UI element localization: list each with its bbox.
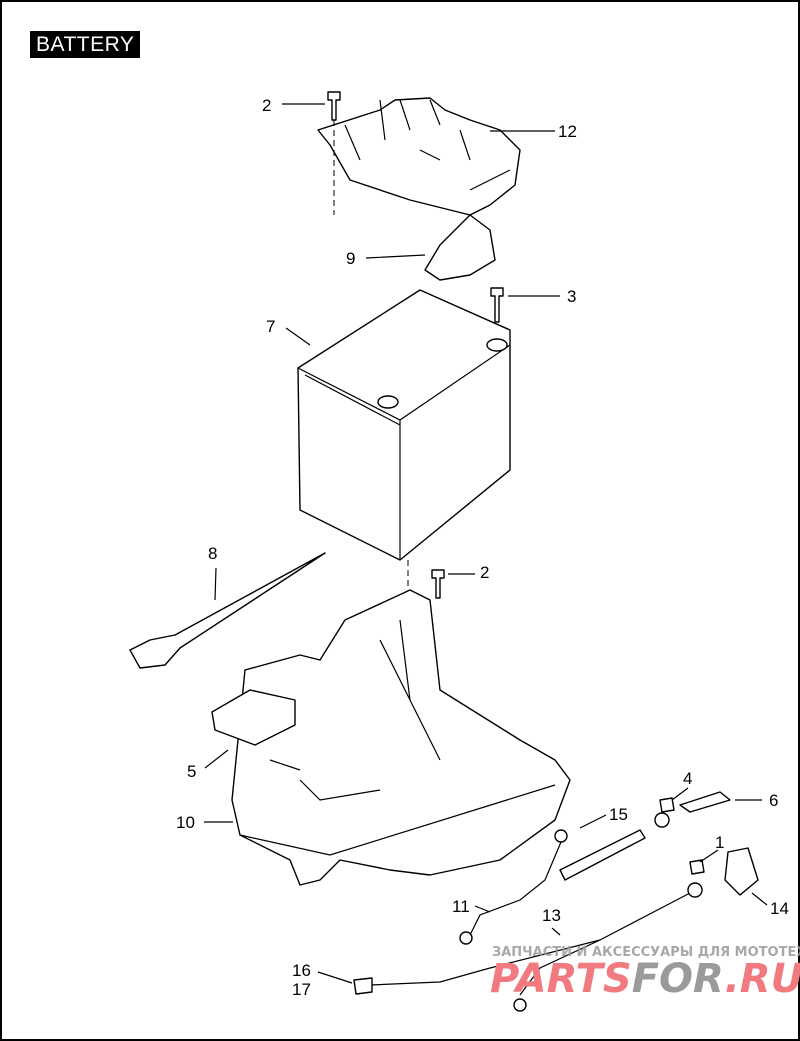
part-12-battery-hold-down-bracket — [317, 97, 521, 216]
callout-12: 12 — [558, 122, 577, 141]
leader-lines — [204, 103, 768, 984]
callout-14: 14 — [770, 899, 789, 918]
watermark-tagline: ЗАПЧАСТИ И АКСЕССУАРЫ ДЛЯ МОТОТЕХНИКИ — [492, 945, 800, 960]
watermark-brand-parts: PARTS — [490, 956, 632, 1002]
watermark-brand-ru: .RU — [725, 956, 800, 1002]
part-13-cable — [353, 882, 703, 1012]
part-9-bracket — [424, 214, 496, 281]
part-7-battery — [297, 289, 511, 860]
part-1-nut — [689, 859, 705, 875]
callout-11: 11 — [452, 897, 470, 916]
part-3-screw — [490, 287, 504, 323]
callout-2-lower: 2 — [480, 563, 489, 582]
part-8-strap — [129, 552, 326, 669]
callout-8: 8 — [208, 544, 217, 563]
callout-16: 16 — [292, 961, 311, 980]
part-14-terminal-cover — [724, 847, 759, 896]
part-6-label — [679, 791, 731, 813]
callout-15: 15 — [609, 805, 628, 824]
callout-10: 10 — [176, 813, 195, 832]
callout-2: 2 — [262, 96, 271, 115]
part-5-bracket — [211, 689, 296, 746]
callout-13: 13 — [542, 906, 561, 925]
watermark-brand-for: FOR — [632, 956, 725, 1002]
part-10-battery-tray — [231, 589, 571, 886]
callout-9: 9 — [346, 249, 355, 268]
part-11-cable — [459, 841, 562, 945]
callout-7: 7 — [266, 317, 275, 336]
callout-3: 3 — [567, 287, 576, 306]
watermark-brand: PARTSFOR.RU — [490, 956, 800, 1002]
page-title: BATTERY — [30, 31, 141, 58]
part-2-screw-lower — [431, 569, 445, 599]
part-15-cable — [554, 812, 670, 881]
callout-1: 1 — [715, 833, 724, 852]
callout-5: 5 — [187, 762, 196, 781]
part-2-screw-top — [327, 91, 341, 215]
callout-4: 4 — [683, 769, 692, 788]
callout-6: 6 — [769, 791, 778, 810]
callout-17: 17 — [292, 980, 311, 999]
part-4-nut — [659, 797, 675, 813]
